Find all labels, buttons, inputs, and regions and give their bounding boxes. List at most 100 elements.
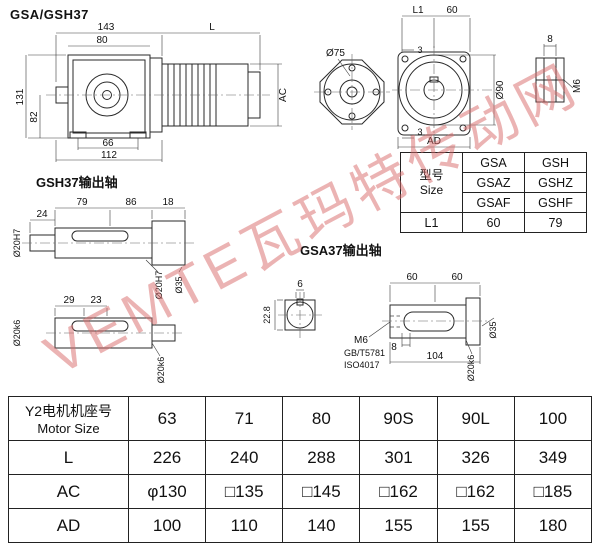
shaft-side-view — [389, 297, 481, 346]
dim-label-80: 80 — [96, 35, 108, 46]
dim-label-22-8: 22.8 — [262, 306, 272, 324]
dim-label-60a: 60 — [406, 272, 418, 283]
dim-label-24: 24 — [36, 209, 48, 220]
value-cell: 240 — [205, 440, 284, 475]
table-row: 型号 Size GSA GSH — [400, 152, 587, 213]
gsa-shaft-title: GSA37输出轴 — [300, 243, 382, 258]
thread-label-M6: M6 — [354, 335, 368, 346]
page-title: GSA/GSH37 — [10, 7, 89, 22]
dim-label-143: 143 — [98, 22, 115, 33]
dim-label-dia75: Ø75 — [326, 48, 345, 59]
value-cell: 155 — [436, 508, 515, 543]
gsh-shaft-drawing: 79 86 18 24 Ø20H7 Ø20H7 Ø35 29 23 Ø20k6 … — [12, 197, 194, 384]
dim-label-112: 112 — [101, 150, 117, 161]
value-cell: □185 — [513, 474, 593, 509]
dimension-lines — [274, 282, 495, 364]
dimension-lines — [25, 32, 282, 162]
size-label: Size — [419, 182, 444, 197]
value-cell: 349 — [513, 440, 593, 475]
row-label-cell: AD — [8, 508, 129, 543]
dim-label-23: 23 — [90, 295, 102, 306]
dim-label-86: 86 — [125, 197, 137, 208]
dim-label-79: 79 — [76, 197, 88, 208]
frame-size-cell: 90L — [436, 396, 515, 441]
gearbox-outline — [55, 54, 151, 139]
dim-label-66: 66 — [102, 138, 114, 149]
standard-label-iso: ISO4017 — [344, 360, 380, 370]
value-cell: 180 — [513, 508, 593, 543]
model-cell: GSA — [462, 152, 525, 173]
model-cell: GSH — [524, 152, 587, 173]
dim-label-dia20: Ø20k6 — [466, 355, 476, 382]
table-row-AD: AD 100 110 140 155 155 180 — [8, 508, 593, 543]
motor-size-header-en: Motor Size — [37, 421, 100, 436]
value-cell: 301 — [359, 440, 438, 475]
motor-size-header-cell: Y2电机机座号 Motor Size — [8, 396, 129, 441]
dim-label-104: 104 — [427, 351, 444, 362]
assembly-front-view: L1 60 Ø75 Ø90 3 3 AD 8 M6 — [314, 5, 583, 149]
model-size-table: 型号 Size GSA GSH GSAZ GSHZ GSAF GSHF L1 6… — [400, 152, 587, 233]
value-cell: 100 — [127, 508, 207, 543]
frame-size-cell: 71 — [205, 396, 284, 441]
model-cell: GSHF — [524, 192, 587, 213]
dim-label-8: 8 — [547, 34, 553, 45]
dim-label-8: 8 — [391, 342, 397, 353]
value-cell: 140 — [282, 508, 361, 543]
dim-label-3-top: 3 — [417, 45, 422, 55]
value-cell: □162 — [359, 474, 438, 509]
dim-label-dia20-top-right: Ø20H7 — [154, 271, 164, 300]
dim-label-dia20-bottom-left: Ø20k6 — [12, 320, 22, 347]
dim-label-60: 60 — [446, 5, 458, 16]
value-cell: 326 — [436, 440, 515, 475]
dim-label-AC: AC — [278, 88, 289, 102]
table-row-frame-sizes: Y2电机机座号 Motor Size 63 71 80 90S 90L 100 — [8, 396, 593, 441]
dim-label-L1: L1 — [412, 5, 424, 16]
frame-size-cell: 90S — [359, 396, 438, 441]
dim-label-18: 18 — [162, 197, 174, 208]
standard-label-gb: GB/T5781 — [344, 348, 385, 358]
model-label: 型号 — [419, 168, 444, 183]
dim-label-82: 82 — [29, 111, 40, 123]
dimension-lines — [337, 15, 574, 149]
value-cell: 110 — [205, 508, 284, 543]
motor-dimensions-table: Y2电机机座号 Motor Size 63 71 80 90S 90L 100 … — [8, 396, 593, 543]
dimension-lines — [29, 207, 186, 357]
value-cell: □135 — [205, 474, 284, 509]
value-cell: 155 — [359, 508, 438, 543]
model-cell: GSHZ — [524, 172, 587, 193]
value-cell: □162 — [436, 474, 515, 509]
value-cell: 288 — [282, 440, 361, 475]
dim-label-M6: M6 — [572, 79, 583, 93]
motor-size-header-cn: Y2电机机座号 — [24, 403, 113, 419]
assembly-side-view: 143 80 L AC 131 82 66 112 — [15, 22, 289, 162]
dim-label-dia35: Ø35 — [174, 276, 184, 293]
dim-label-131: 131 — [15, 88, 26, 105]
dim-label-dia35: Ø35 — [488, 321, 498, 338]
table-row-AC: AC φ130 □135 □145 □162 □162 □185 — [8, 474, 593, 509]
row-label-cell: L — [8, 440, 129, 475]
dim-label-dia90: Ø90 — [495, 80, 506, 99]
l1-value-cell: 79 — [524, 212, 587, 233]
frame-size-cell: 63 — [127, 396, 207, 441]
table-row: L1 60 79 — [400, 212, 587, 233]
model-cell: GSAF — [462, 192, 525, 213]
dim-label-29: 29 — [63, 295, 75, 306]
dim-label-3-bottom: 3 — [417, 127, 422, 137]
value-cell: □145 — [282, 474, 361, 509]
table-row: GSAF GSHF — [401, 192, 587, 213]
l1-label-cell: L1 — [400, 212, 463, 233]
gsh-shaft-title: GSH37输出轴 — [36, 175, 118, 190]
frame-size-cell: 100 — [513, 396, 593, 441]
dim-label-dia20-top-left: Ø20H7 — [12, 229, 22, 258]
value-cell: φ130 — [127, 474, 207, 509]
dim-label-60b: 60 — [451, 272, 463, 283]
dim-label-L: L — [209, 22, 215, 33]
l1-value-cell: 60 — [462, 212, 525, 233]
model-cell: GSAZ — [462, 172, 525, 193]
dim-label-AD: AD — [427, 136, 441, 147]
dim-label-6: 6 — [297, 279, 303, 290]
frame-size-cell: 80 — [282, 396, 361, 441]
dim-label-dia20-bottom-right: Ø20k6 — [156, 357, 166, 384]
shaft-end-side-view — [535, 57, 565, 103]
row-label-cell: AC — [8, 474, 129, 509]
